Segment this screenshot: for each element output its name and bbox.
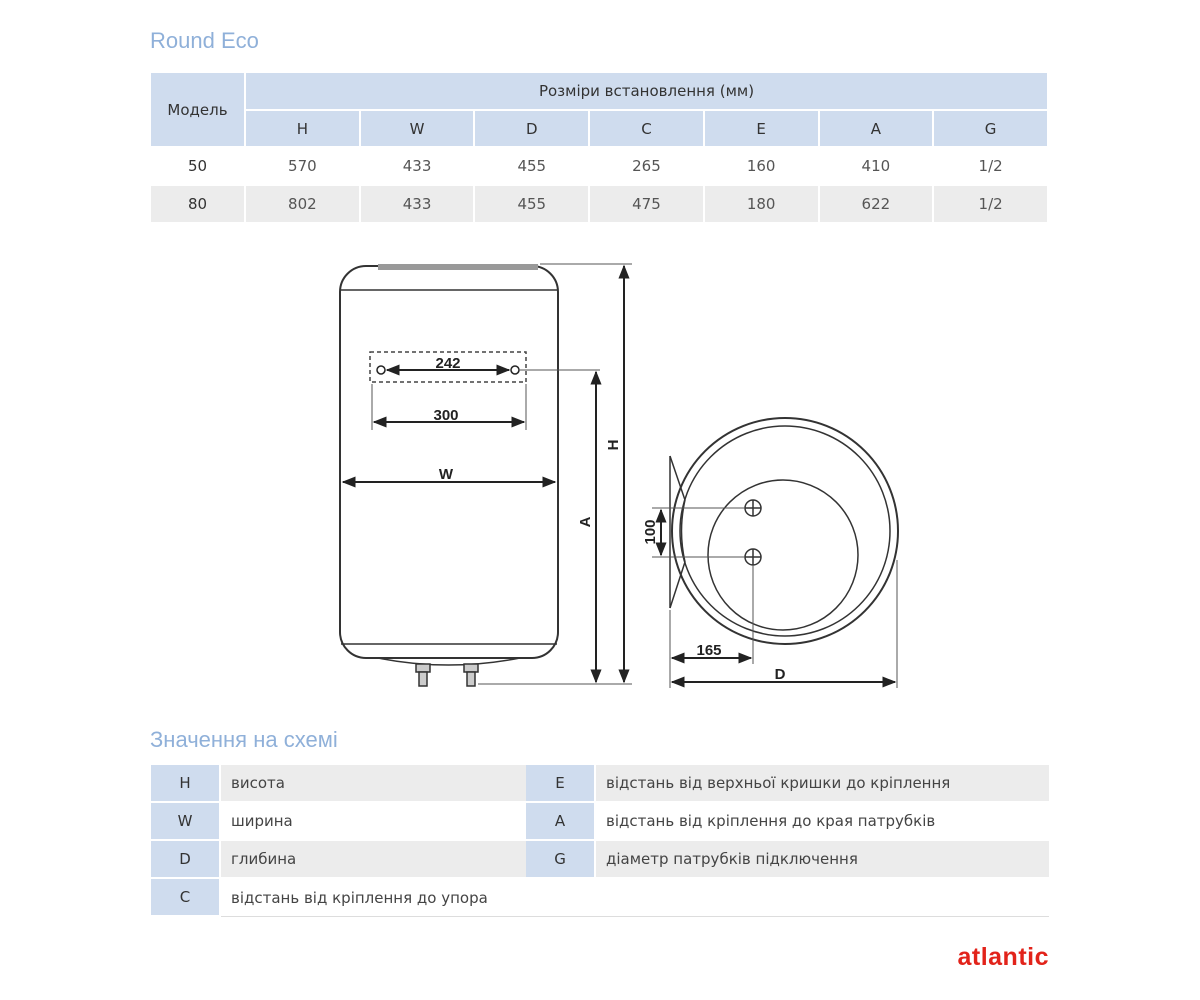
legend-description: відстань від верхньої кришки до кріпленн… — [596, 765, 1049, 803]
mount-to-pipes-label: A — [577, 516, 594, 527]
pipe-connectors — [415, 663, 479, 687]
table-cell: 410 — [819, 148, 935, 186]
table-cell: 160 — [704, 148, 820, 186]
pipe-cross-sections — [744, 499, 762, 566]
table-cell: 622 — [819, 186, 935, 224]
table-cell: 802 — [246, 186, 361, 224]
column-header-d: D — [475, 111, 591, 148]
height-label: H — [605, 440, 622, 451]
column-header-c: C — [590, 111, 705, 148]
legend-row: H висота E відстань від верхньої кришки … — [151, 765, 1049, 803]
legend-key: C — [151, 879, 221, 917]
pipe-spacing-label: 100 — [642, 519, 659, 544]
mounting-bracket — [369, 351, 600, 430]
legend-key: G — [526, 841, 596, 879]
column-header-e: E — [704, 111, 820, 148]
column-header-g: G — [934, 111, 1049, 148]
height-dimension — [478, 263, 632, 685]
mount-spacing-label: 242 — [435, 355, 460, 372]
legend-description: ширина — [221, 803, 526, 841]
table-cell: 180 — [704, 186, 820, 224]
legend-key: W — [151, 803, 221, 841]
legend-key: A — [526, 803, 596, 841]
depth-label: D — [775, 666, 786, 683]
table-cell: 433 — [360, 148, 476, 186]
legend-description: глибина — [221, 841, 526, 879]
legend-row: C відстань від кріплення до упора — [151, 879, 1049, 917]
table-row: 50 570 433 455 265 160 410 1/2 — [151, 148, 1049, 186]
column-header-w: W — [360, 111, 476, 148]
table-cell: 433 — [360, 186, 476, 224]
dimensions-table: Модель Розміри встановлення (мм) H W D C… — [151, 73, 1049, 224]
mount-width-label: 300 — [433, 407, 458, 424]
legend-table: H висота E відстань від верхньої кришки … — [151, 765, 1049, 917]
column-header-h: H — [246, 111, 361, 148]
width-label: W — [439, 466, 454, 483]
atlantic-logo: atlantic — [957, 943, 1049, 971]
model-column-header: Модель — [151, 73, 246, 148]
legend-row: D глибина G діаметр патрубків підключенн… — [151, 841, 1049, 879]
model-cell: 50 — [151, 148, 246, 186]
model-cell: 80 — [151, 186, 246, 224]
heater-side-view — [669, 417, 899, 645]
pipe-offset-label: 165 — [696, 642, 721, 659]
legend-description: висота — [221, 765, 526, 803]
legend-key: D — [151, 841, 221, 879]
legend-title: Значення на схемі — [150, 727, 338, 752]
legend-description: діаметр патрубків підключення — [596, 841, 1049, 879]
table-cell: 1/2 — [934, 186, 1049, 224]
legend-description: відстань від кріплення до упора — [221, 879, 1049, 917]
table-row: 80 802 433 455 475 180 622 1/2 — [151, 186, 1049, 224]
legend-key: H — [151, 765, 221, 803]
legend-row: W ширина A відстань від кріплення до кра… — [151, 803, 1049, 841]
heater-front-view — [339, 264, 559, 666]
table-cell: 265 — [590, 148, 705, 186]
table-cell: 1/2 — [934, 148, 1049, 186]
legend-description: відстань від кріплення до края патрубків — [596, 803, 1049, 841]
column-header-a: A — [819, 111, 935, 148]
table-cell: 455 — [475, 148, 591, 186]
table-cell: 475 — [590, 186, 705, 224]
table-cell: 455 — [475, 186, 591, 224]
legend-key: E — [526, 765, 596, 803]
table-cell: 570 — [246, 148, 361, 186]
page-title: Round Eco — [150, 28, 259, 53]
dimensions-group-header: Розміри встановлення (мм) — [246, 73, 1049, 111]
